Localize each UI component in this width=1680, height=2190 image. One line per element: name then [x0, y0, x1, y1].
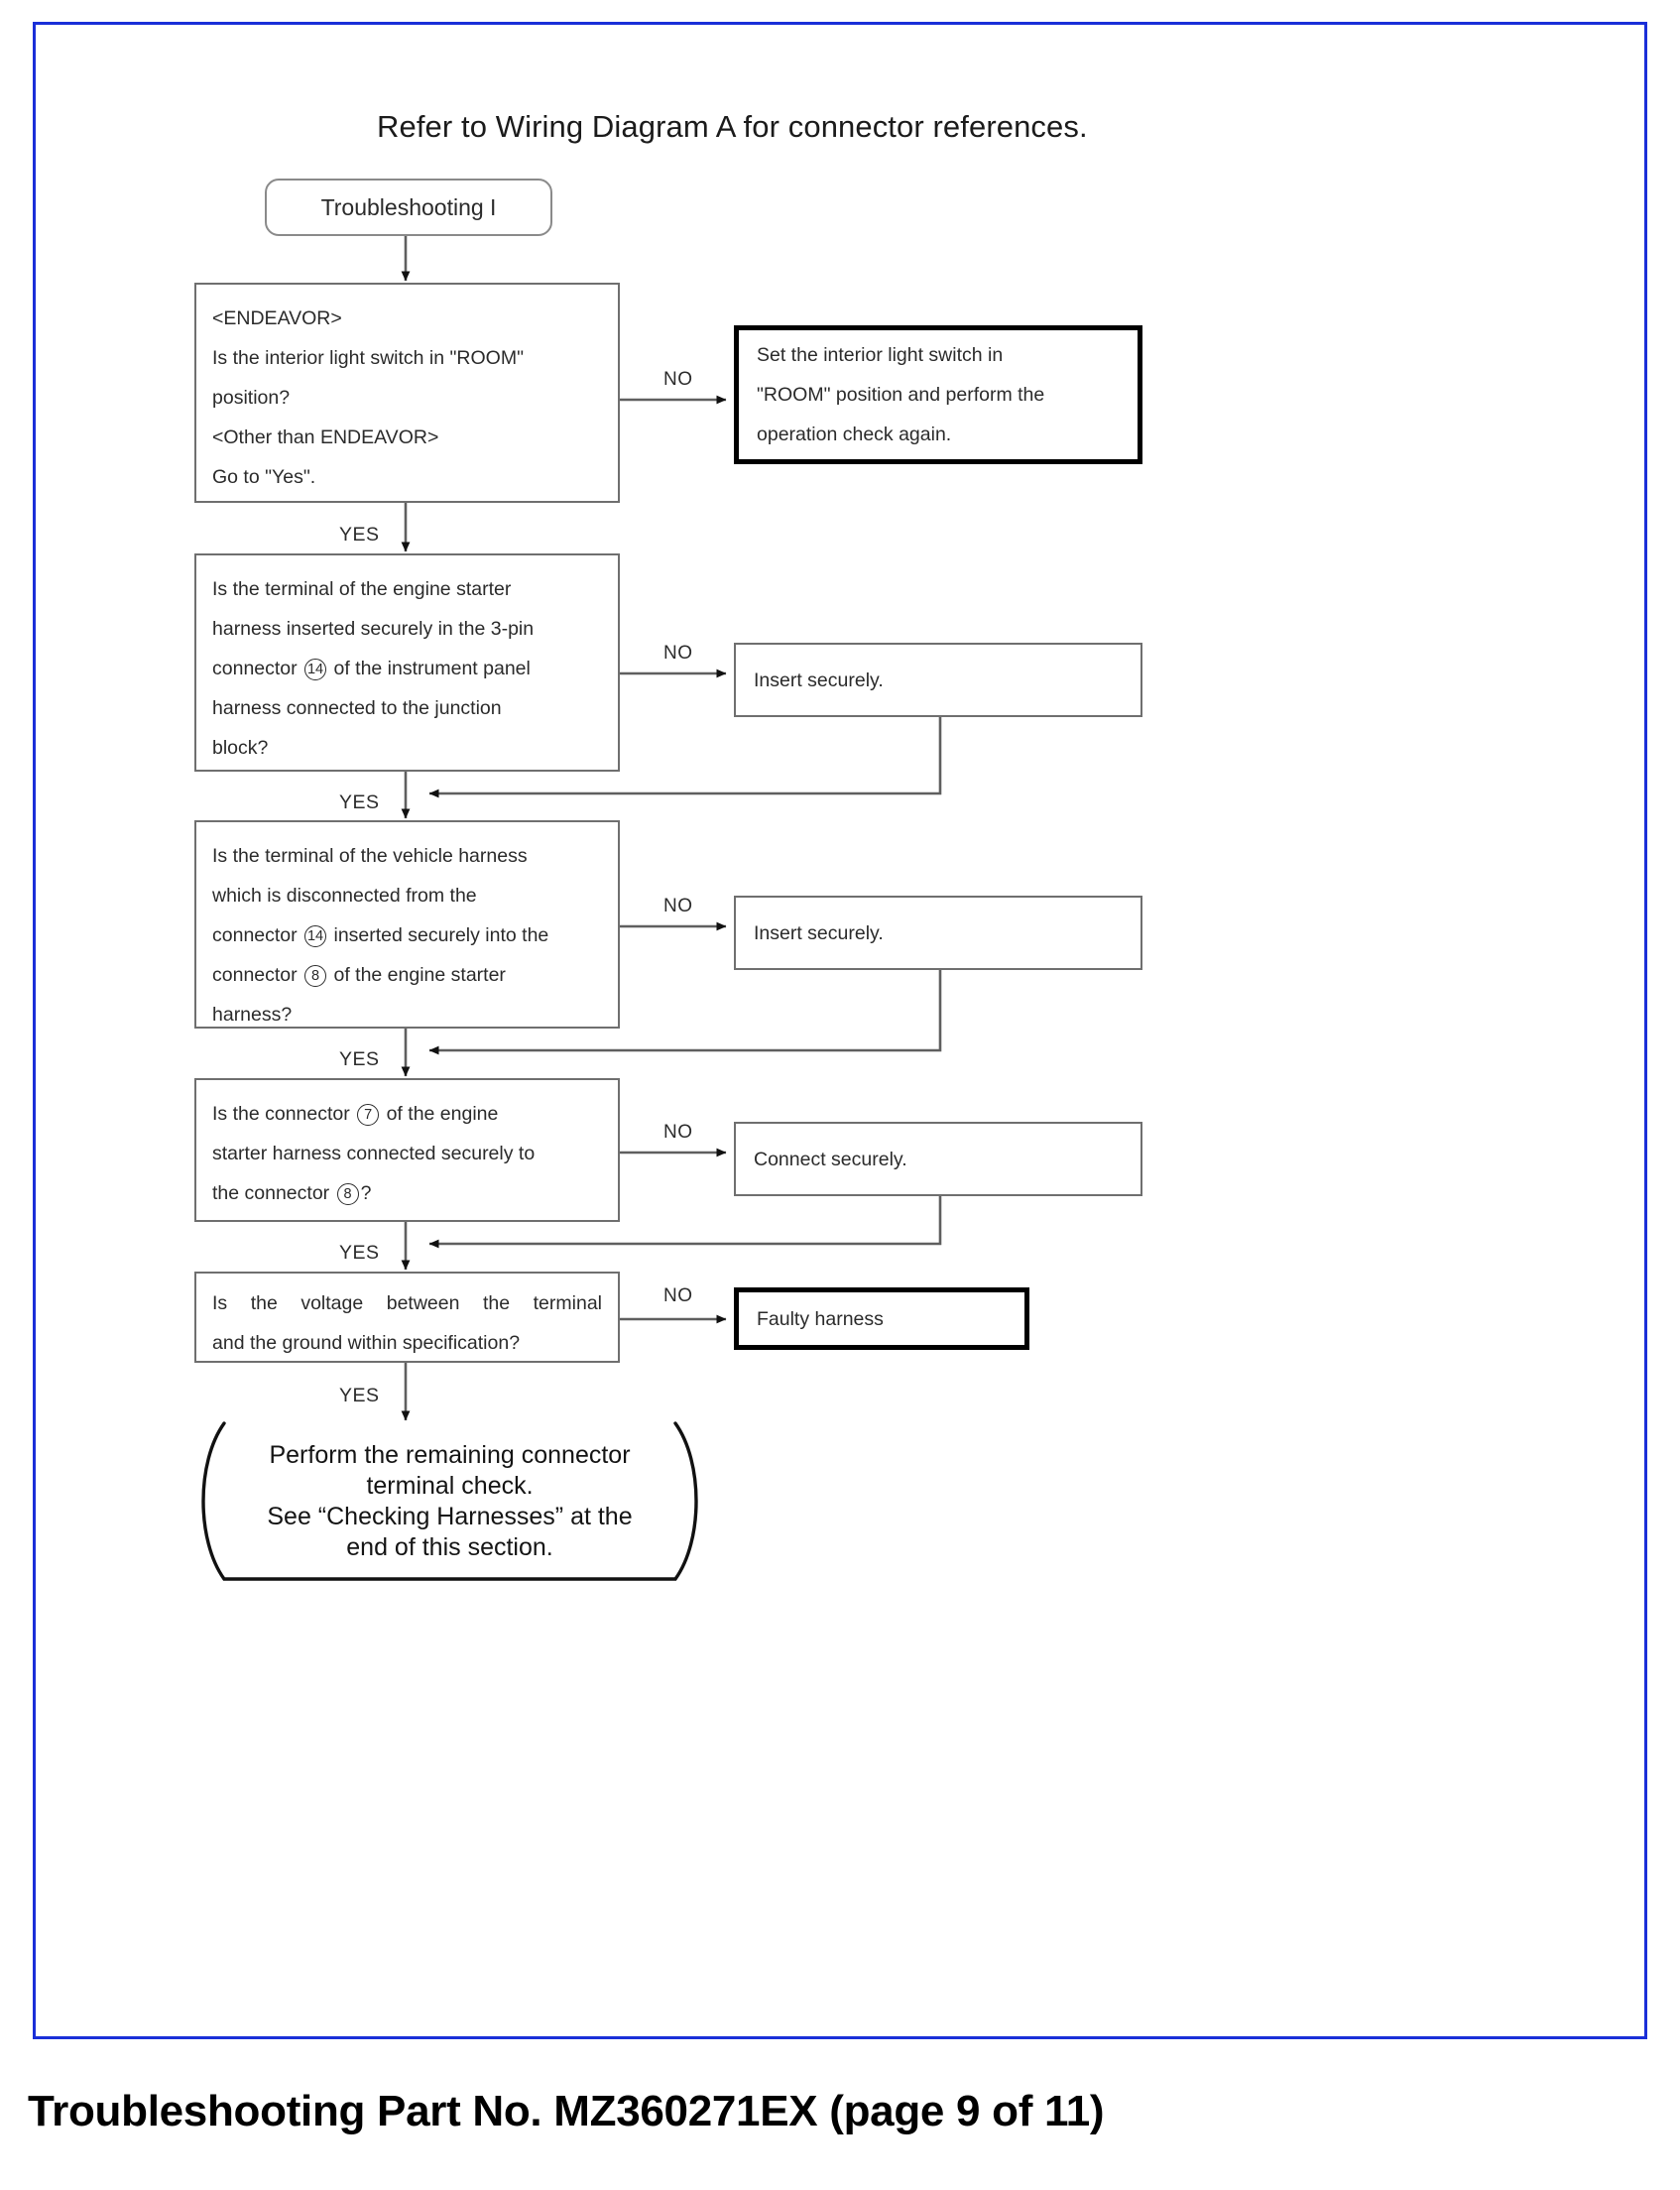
start-terminator-label: Troubleshooting I [320, 193, 497, 220]
end-line: end of this section. [346, 1532, 553, 1561]
connector-ref-8: 8 [336, 1183, 359, 1205]
branch-label-yes-step-2: YES [339, 791, 380, 813]
branch-label-yes-step-4: YES [339, 1242, 380, 1264]
decision-line: Is the connector 7 of the engine [212, 1103, 499, 1126]
end-line: terminal check. [366, 1471, 534, 1500]
decision-box-step-5: Is the voltage between the terminal and … [194, 1272, 620, 1363]
decision-line: <ENDEAVOR> [212, 307, 342, 329]
decision-line: block? [212, 737, 269, 759]
connector-ref-7: 7 [357, 1104, 380, 1126]
decision-line: connector 14 of the instrument panel [212, 658, 531, 680]
action-line: Faulty harness [757, 1307, 884, 1330]
connector-ref-8: 8 [304, 965, 327, 987]
action-box-step-1: Set the interior light switch in "ROOM" … [734, 325, 1142, 464]
decision-line: harness connected to the junction [212, 697, 502, 719]
action-box-step-5: Faulty harness [734, 1287, 1029, 1350]
decision-line: <Other than ENDEAVOR> [212, 426, 439, 448]
decision-line: and the ground within specification? [212, 1332, 521, 1354]
decision-line: Is the voltage between the terminal [212, 1292, 602, 1314]
action-line: Insert securely. [754, 921, 884, 944]
action-line: Set the interior light switch in [757, 344, 1004, 366]
action-line: Insert securely. [754, 669, 884, 691]
decision-line: connector 14 inserted securely into the [212, 924, 549, 947]
connector-ref-14: 14 [304, 659, 327, 680]
decision-line: Go to "Yes". [212, 466, 316, 488]
decision-box-step-3: Is the terminal of the vehicle harness w… [194, 820, 620, 1029]
action-box-step-2: Insert securely. [734, 643, 1142, 717]
decision-line: harness? [212, 1004, 293, 1026]
end-terminator-shape [201, 1421, 698, 1581]
branch-label-no-step-1: NO [663, 369, 693, 390]
decision-line: position? [212, 387, 291, 409]
page-caption: Troubleshooting Part No. MZ360271EX (pag… [28, 2087, 1105, 2135]
diagram-title: Refer to Wiring Diagram A for connector … [377, 109, 1088, 144]
action-box-step-3: Insert securely. [734, 896, 1142, 970]
action-line: Connect securely. [754, 1148, 907, 1170]
decision-box-step-1: <ENDEAVOR> Is the interior light switch … [194, 283, 620, 503]
decision-line: the connector 8? [212, 1182, 372, 1205]
end-terminator-text: Perform the remaining connector terminal… [221, 1440, 677, 1563]
branch-label-yes-step-3: YES [339, 1048, 380, 1070]
decision-line: Is the terminal of the vehicle harness [212, 845, 528, 867]
decision-line: Is the terminal of the engine starter [212, 578, 512, 600]
action-line: operation check again. [757, 424, 952, 445]
end-terminator: Perform the remaining connector terminal… [188, 1420, 711, 1582]
action-line: "ROOM" position and perform the [757, 384, 1045, 406]
decision-box-step-2: Is the terminal of the engine starter ha… [194, 553, 620, 772]
end-line: Perform the remaining connector [269, 1440, 631, 1469]
decision-line: which is disconnected from the [212, 885, 477, 907]
branch-label-no-step-3: NO [663, 896, 693, 916]
branch-label-no-step-5: NO [663, 1285, 693, 1306]
decision-line: connector 8 of the engine starter [212, 964, 506, 987]
branch-label-yes-step-1: YES [339, 524, 380, 546]
start-terminator: Troubleshooting I [265, 179, 552, 236]
branch-label-no-step-2: NO [663, 643, 693, 664]
end-line: See “Checking Harnesses” at the [267, 1502, 633, 1530]
decision-line: Is the interior light switch in "ROOM" [212, 347, 525, 369]
decision-line: starter harness connected securely to [212, 1143, 536, 1164]
action-box-step-4: Connect securely. [734, 1122, 1142, 1196]
connector-ref-14: 14 [304, 925, 327, 947]
branch-label-yes-step-5: YES [339, 1385, 380, 1406]
decision-box-step-4: Is the connector 7 of the engine starter… [194, 1078, 620, 1222]
decision-line: harness inserted securely in the 3-pin [212, 618, 535, 640]
branch-label-no-step-4: NO [663, 1122, 693, 1143]
